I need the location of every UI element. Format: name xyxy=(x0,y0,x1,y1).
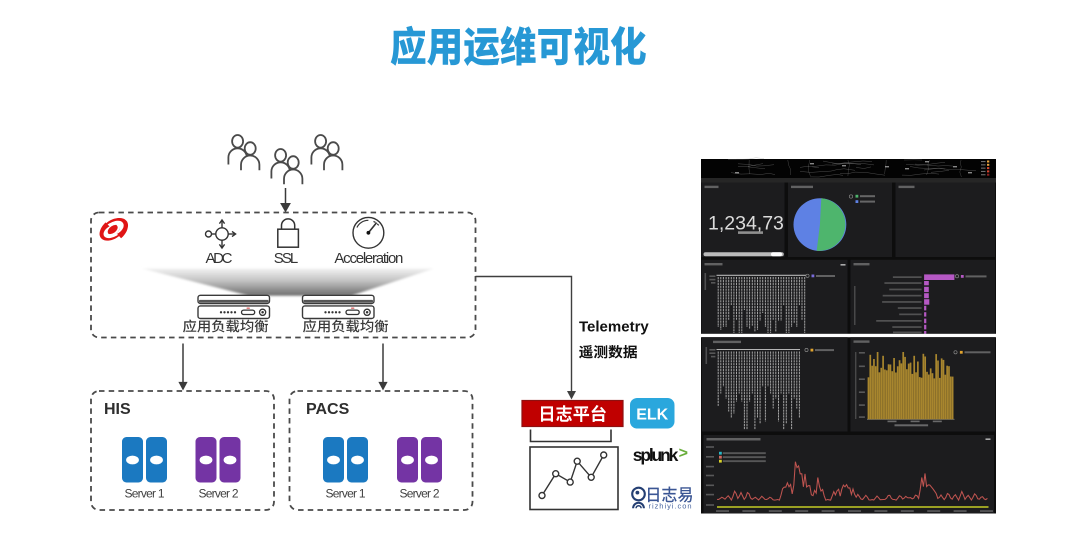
svg-text:ADC: ADC xyxy=(206,250,233,267)
svg-text:splunk: splunk xyxy=(633,445,679,465)
svg-text:1,234,730: 1,234,730 xyxy=(708,213,795,235)
svg-text:>: > xyxy=(679,445,688,462)
svg-text:PACS: PACS xyxy=(306,401,350,418)
svg-text:Server 1: Server 1 xyxy=(125,487,165,501)
svg-text:Telemetry: Telemetry xyxy=(579,319,649,336)
svg-text:rizhiyi.con: rizhiyi.con xyxy=(649,502,692,511)
svg-text:Acceleration: Acceleration xyxy=(334,250,403,267)
svg-text:ELK: ELK xyxy=(636,406,668,423)
svg-text:SSL: SSL xyxy=(274,250,299,267)
svg-text:Server 2: Server 2 xyxy=(199,487,239,501)
svg-text:Server 1: Server 1 xyxy=(326,487,366,501)
svg-text:Server 2: Server 2 xyxy=(400,487,440,501)
svg-text:HIS: HIS xyxy=(104,401,131,418)
